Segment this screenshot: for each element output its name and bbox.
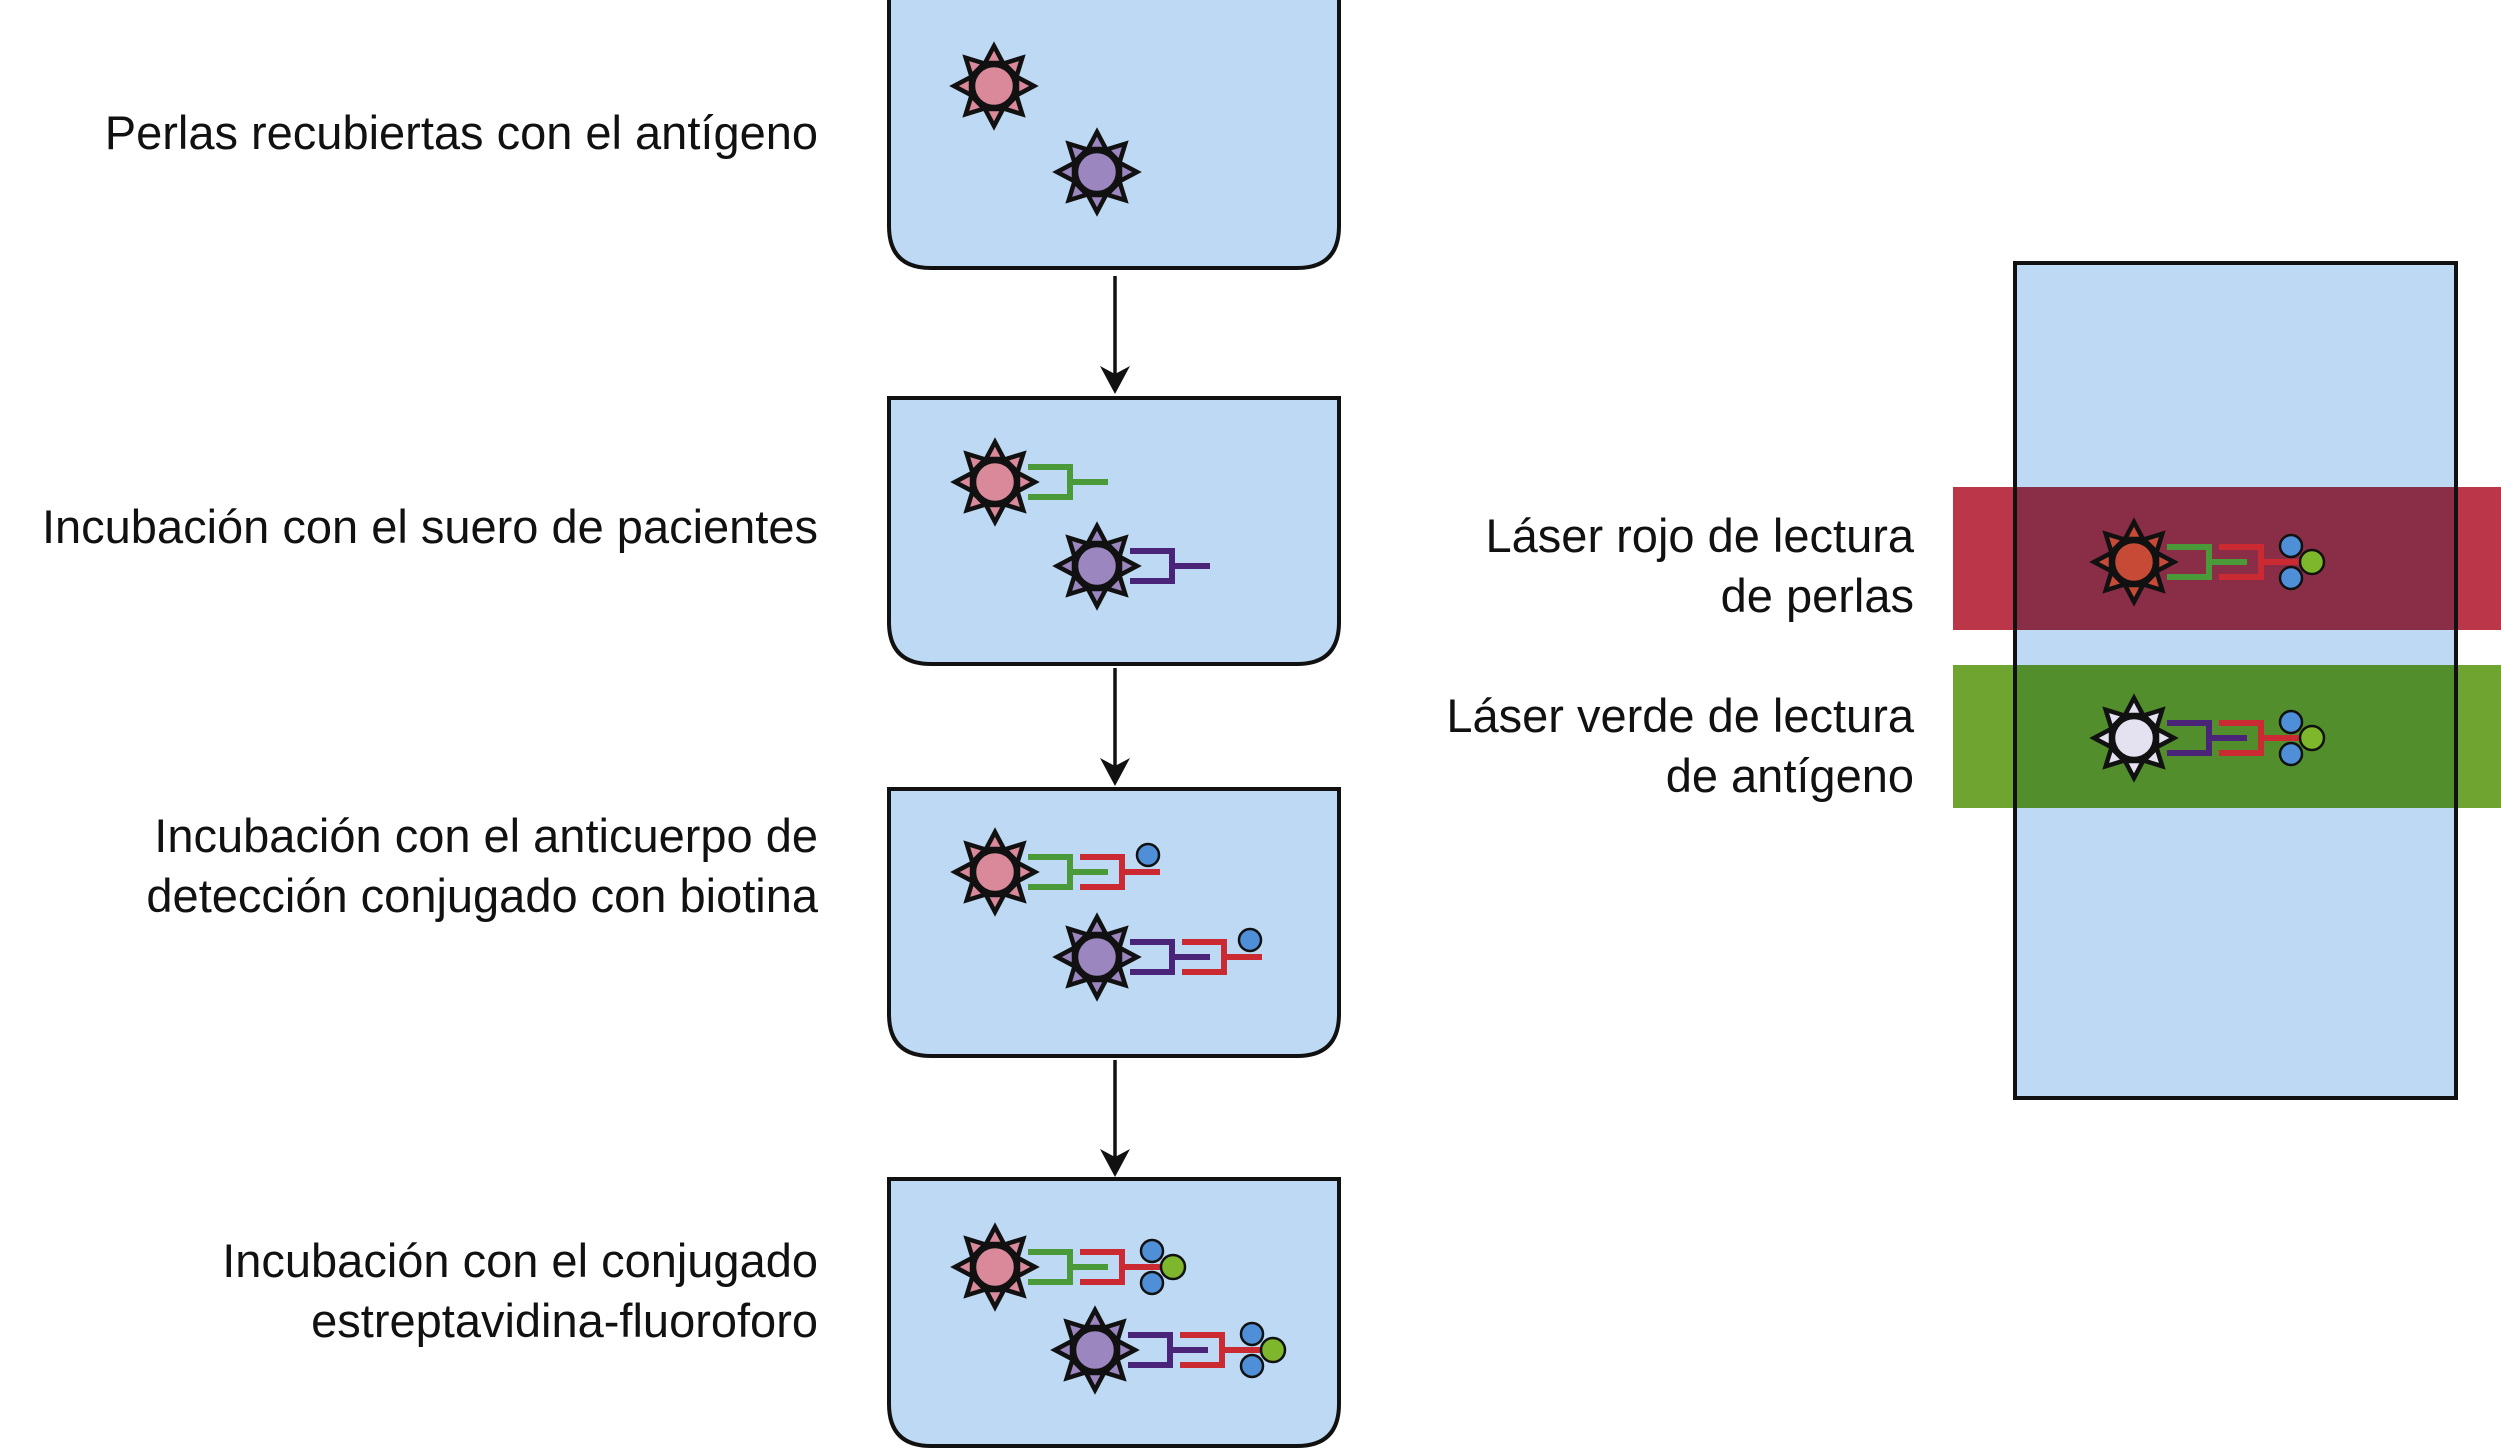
step-label-4-line-1: Incubación con el conjugado bbox=[222, 1234, 818, 1287]
step-label-4-line-2: estreptavidina-fluoroforo bbox=[311, 1294, 818, 1347]
purple-bead-complex bbox=[1052, 521, 1210, 611]
capture-antibody bbox=[1130, 939, 1210, 975]
biotin-icon bbox=[1139, 1270, 1165, 1296]
detection-antibody bbox=[1080, 1249, 1160, 1285]
laser-green-band bbox=[1953, 665, 2501, 808]
bead-icon bbox=[1052, 521, 1142, 611]
pink-bead-complex bbox=[950, 437, 1108, 527]
biotin-icon bbox=[1239, 1353, 1265, 1379]
biotin-icon bbox=[2278, 565, 2304, 591]
detection-antibody bbox=[2219, 720, 2299, 756]
laser-green-label: Láser verde de lectura de antígeno bbox=[1446, 686, 1914, 806]
well-container bbox=[887, 0, 1341, 270]
well-2 bbox=[887, 396, 1341, 666]
step-label-1-line-1: Perlas recubiertas con el antígeno bbox=[104, 106, 818, 159]
bead-icon bbox=[1052, 127, 1142, 217]
readout-panel bbox=[1953, 261, 2501, 1100]
arrow-head bbox=[1100, 1149, 1130, 1177]
purple-bead-complex bbox=[1052, 912, 1263, 1002]
well-3 bbox=[887, 787, 1341, 1058]
laser-red-label-line-2: de perlas bbox=[1720, 569, 1914, 622]
biotin-icon bbox=[2278, 709, 2304, 735]
well-4 bbox=[887, 1177, 1341, 1448]
arrow-down-icon bbox=[1100, 1060, 1130, 1177]
pink-bead-complex bbox=[950, 1222, 1187, 1312]
purple-bead-complex bbox=[1050, 1305, 1287, 1395]
bead-core bbox=[1073, 933, 1121, 981]
biotin-icon bbox=[1139, 1238, 1165, 1264]
laser-red-label: Láser rojo de lectura de perlas bbox=[1486, 506, 1914, 626]
arrow-down-icon bbox=[1100, 276, 1130, 394]
step-label-1: Perlas recubiertas con el antígeno bbox=[105, 103, 818, 163]
laser-red-label-line-1: Láser rojo de lectura bbox=[1485, 509, 1914, 562]
flow-cell-outline bbox=[2013, 261, 2458, 1100]
fluorophore-icon bbox=[1159, 1253, 1187, 1281]
bead-core bbox=[971, 848, 1019, 896]
capture-antibody bbox=[1028, 854, 1108, 890]
fluorophore-icon bbox=[1259, 1336, 1287, 1364]
bead-core bbox=[970, 62, 1018, 110]
laser-green-label-line-1: Láser verde de lectura bbox=[1446, 689, 1914, 742]
detection-antibody bbox=[2219, 544, 2299, 580]
detected-complex bbox=[2089, 693, 2326, 783]
pink-bead-complex bbox=[949, 41, 1039, 131]
biotin-icon bbox=[2278, 741, 2304, 767]
bead-icon bbox=[2089, 693, 2179, 783]
capture-antibody bbox=[1128, 1332, 1208, 1368]
purple-bead-complex bbox=[1052, 127, 1142, 217]
step-label-4: Incubación con el conjugado estreptavidi… bbox=[222, 1231, 818, 1351]
bead-core bbox=[971, 1243, 1019, 1291]
flow-arrows bbox=[1100, 276, 1130, 1177]
detection-antibody bbox=[1080, 854, 1160, 890]
fluorophore-icon bbox=[2298, 548, 2326, 576]
well-1 bbox=[887, 0, 1341, 270]
biotin-icon bbox=[1239, 1321, 1265, 1347]
laser-red-band bbox=[1953, 487, 2501, 630]
capture-antibody bbox=[2167, 720, 2247, 756]
bead-icon bbox=[950, 1222, 1040, 1312]
detection-antibody bbox=[1180, 1332, 1260, 1368]
arrow-head bbox=[1100, 366, 1130, 394]
capture-antibody bbox=[1130, 548, 1210, 584]
arrow-down-icon bbox=[1100, 668, 1130, 786]
bead-icon bbox=[950, 437, 1040, 527]
bead-icon bbox=[1052, 912, 1142, 1002]
bead-core bbox=[2110, 538, 2158, 586]
bead-icon bbox=[950, 827, 1040, 917]
biotin-icon bbox=[1237, 927, 1263, 953]
well-container bbox=[887, 787, 1341, 1058]
bead-icon bbox=[2089, 517, 2179, 607]
step-label-3-line-2: detección conjugado con biotina bbox=[146, 869, 818, 922]
step-label-2-line-1: Incubación con el suero de pacientes bbox=[41, 500, 818, 553]
biotin-icon bbox=[2278, 533, 2304, 559]
capture-antibody bbox=[1028, 464, 1108, 500]
bead-icon bbox=[949, 41, 1039, 131]
pink-bead-complex bbox=[950, 827, 1161, 917]
biotin-icon bbox=[1135, 842, 1161, 868]
laser-green-label-line-2: de antígeno bbox=[1665, 749, 1914, 802]
bead-core bbox=[2110, 714, 2158, 762]
detection-antibody bbox=[1182, 939, 1262, 975]
detected-complex bbox=[2089, 517, 2326, 607]
well-container bbox=[887, 1177, 1341, 1448]
bead-core bbox=[1071, 1326, 1119, 1374]
capture-antibody bbox=[1028, 1249, 1108, 1285]
well-container bbox=[887, 396, 1341, 666]
step-label-2: Incubación con el suero de pacientes bbox=[42, 497, 818, 557]
laser-red-band-overlap bbox=[2015, 487, 2456, 630]
bead-core bbox=[971, 458, 1019, 506]
step-label-3-line-1: Incubación con el anticuerpo de bbox=[154, 809, 818, 862]
bead-core bbox=[1073, 542, 1121, 590]
arrow-head bbox=[1100, 758, 1130, 786]
step-label-3: Incubación con el anticuerpo de detecció… bbox=[146, 806, 818, 926]
bead-core bbox=[1073, 148, 1121, 196]
capture-antibody bbox=[2167, 544, 2247, 580]
fluorophore-icon bbox=[2298, 724, 2326, 752]
wells-column bbox=[887, 0, 1341, 1448]
bead-icon bbox=[1050, 1305, 1140, 1395]
